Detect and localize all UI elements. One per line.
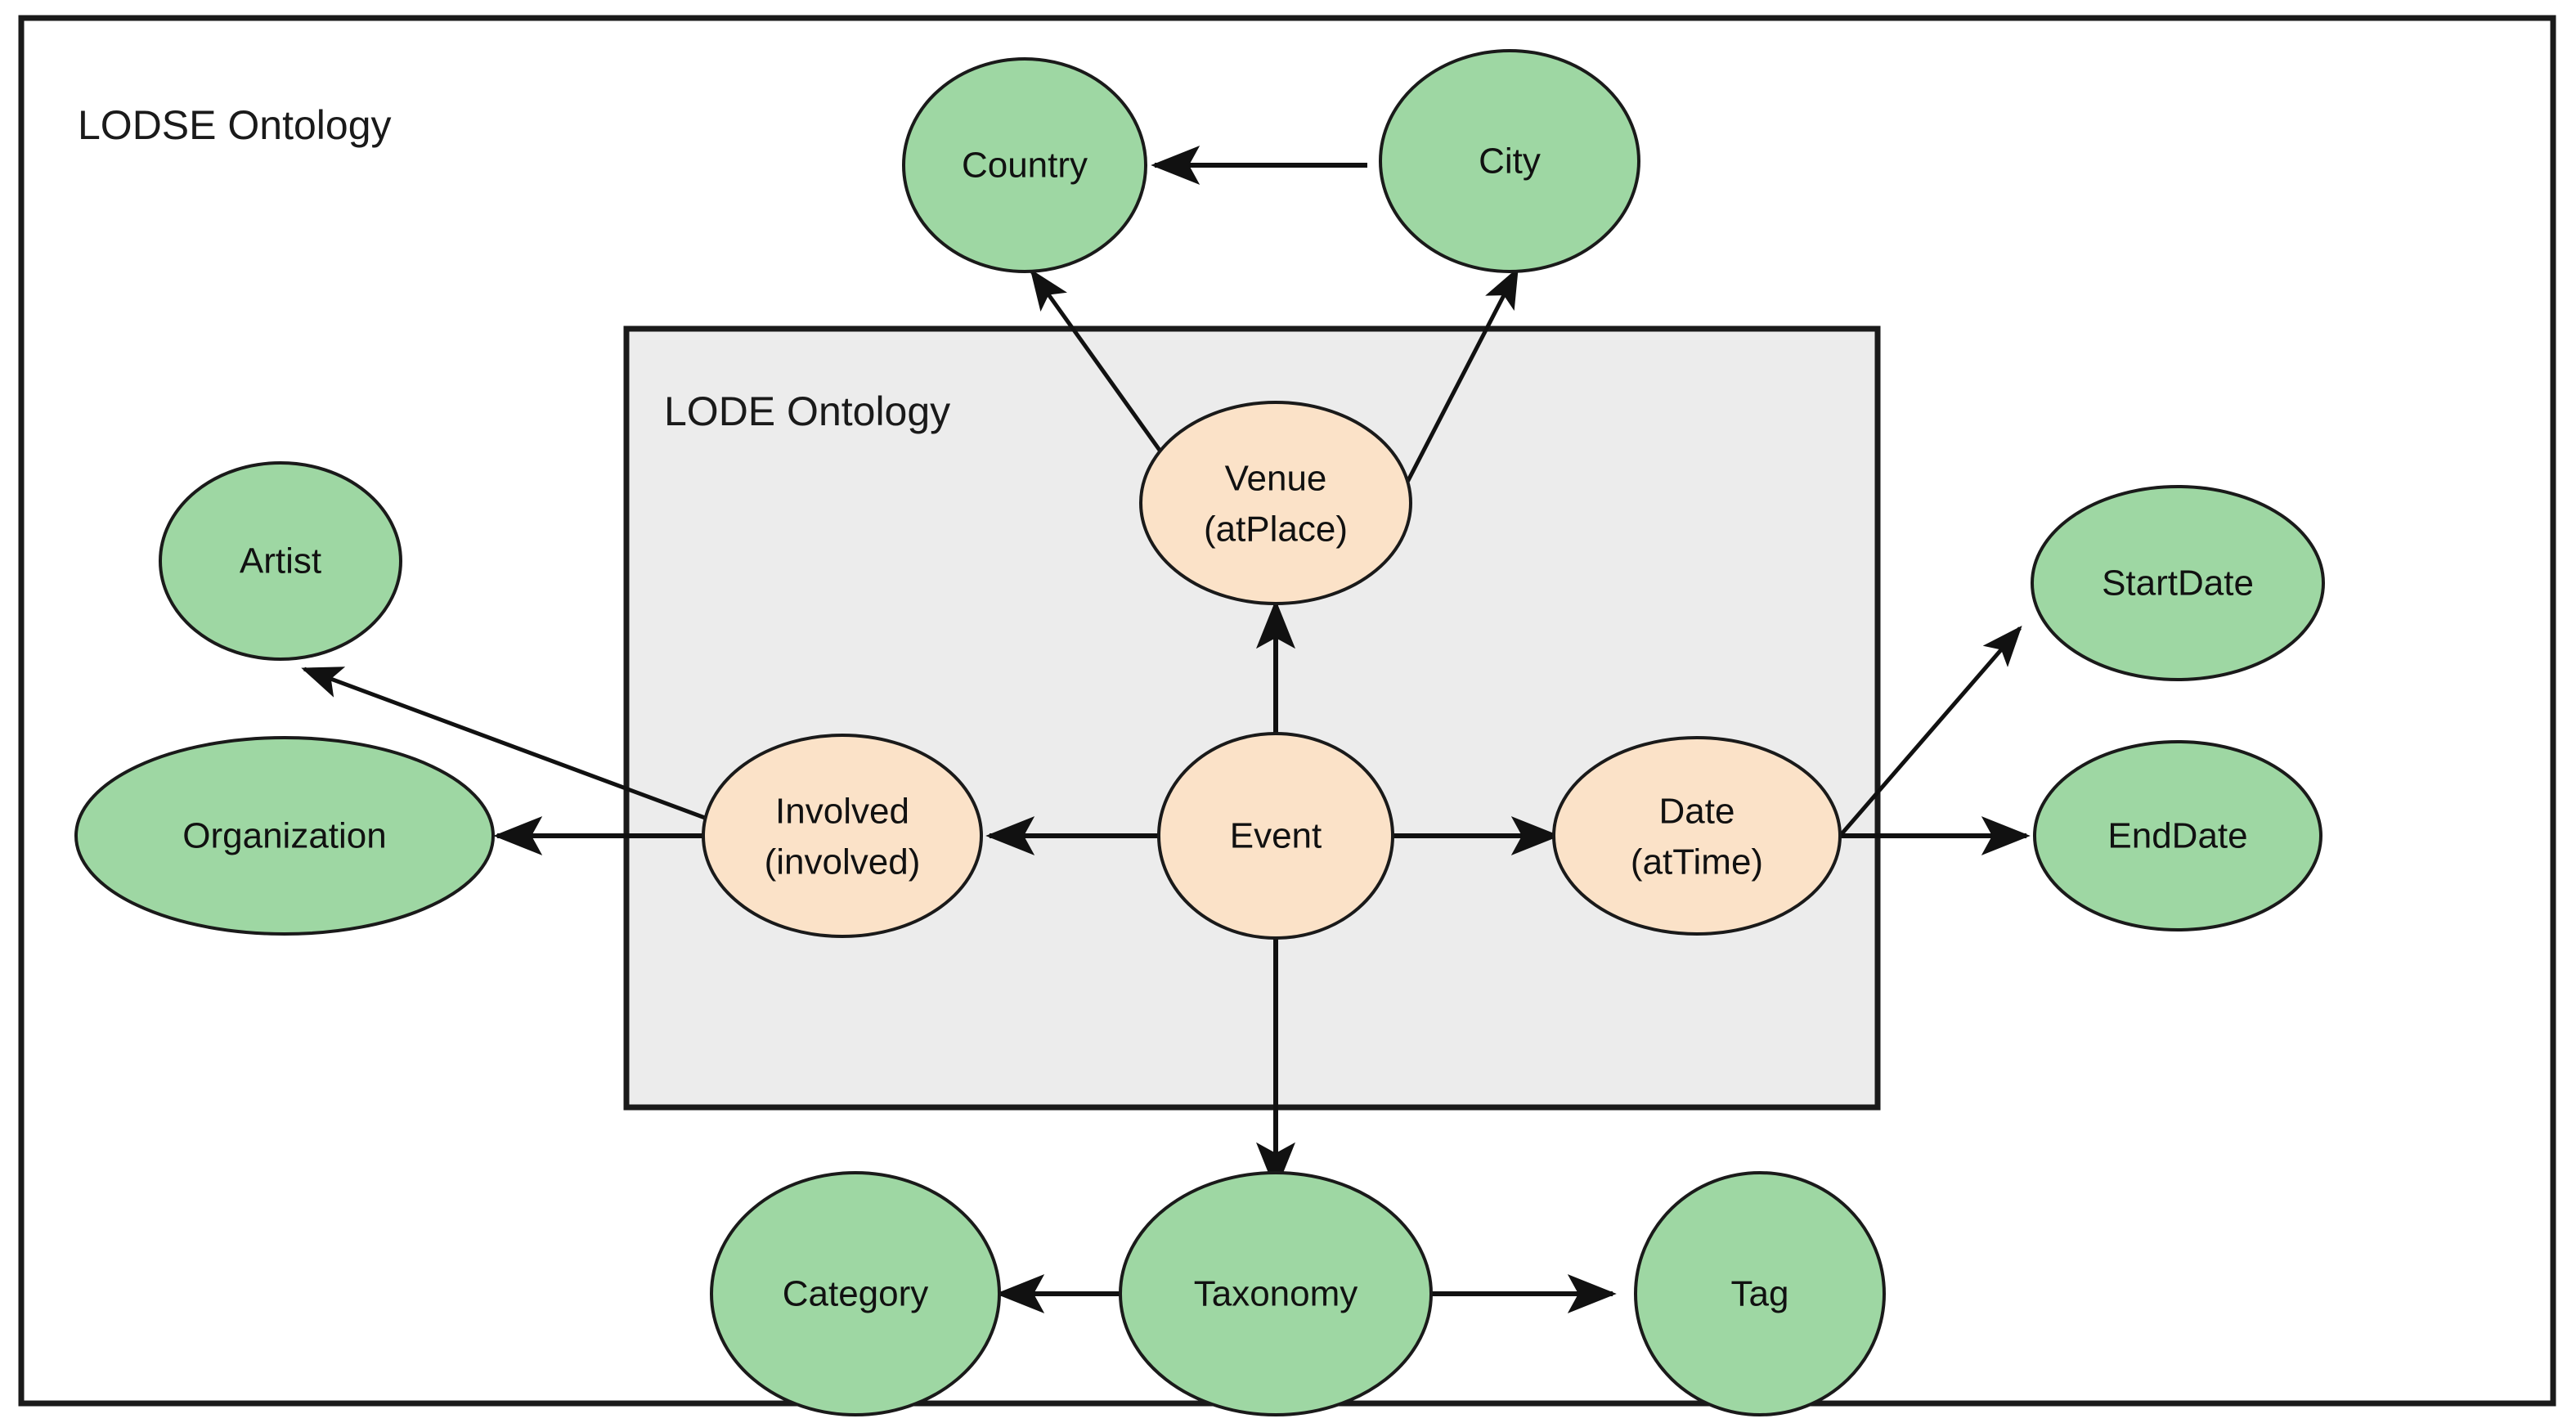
node-artist-shape[interactable] [159,461,402,661]
node-involved[interactable]: Involved (involved) [702,734,983,938]
node-date[interactable]: Date (atTime) [1552,736,1842,936]
node-city[interactable]: City [1379,49,1640,273]
node-event-shape[interactable] [1157,732,1394,940]
node-startdate-shape[interactable] [2031,485,2325,681]
node-taxonomy-shape[interactable] [1119,1171,1433,1416]
node-startdate[interactable]: StartDate [2031,485,2325,681]
node-involved-shape[interactable] [702,734,983,938]
node-event[interactable]: Event [1157,732,1394,940]
node-category[interactable]: Category [710,1171,1001,1416]
edge-venue-to-city [1388,267,1519,517]
node-venue-shape[interactable] [1139,401,1412,605]
node-organization-shape[interactable] [74,736,495,936]
node-artist[interactable]: Artist [159,461,402,661]
node-category-shape[interactable] [710,1171,1001,1416]
node-venue[interactable]: Venue (atPlace) [1139,401,1412,605]
node-country-shape[interactable] [902,57,1147,273]
edge-involved-to-artist [301,667,706,820]
node-country[interactable]: Country [902,57,1147,273]
node-tag[interactable]: Tag [1634,1171,1886,1416]
node-organization[interactable]: Organization [74,736,495,936]
edge-date-to-startdate [1838,625,2022,837]
node-date-shape[interactable] [1552,736,1842,936]
node-tag-shape[interactable] [1634,1171,1886,1416]
lode-ontology-title: LODE Ontology [664,388,950,434]
node-taxonomy[interactable]: Taxonomy [1119,1171,1433,1416]
node-city-shape[interactable] [1379,49,1640,273]
lodse-ontology-title: LODSE Ontology [78,102,392,148]
node-enddate-shape[interactable] [2033,740,2322,931]
node-enddate[interactable]: EndDate [2033,740,2322,931]
